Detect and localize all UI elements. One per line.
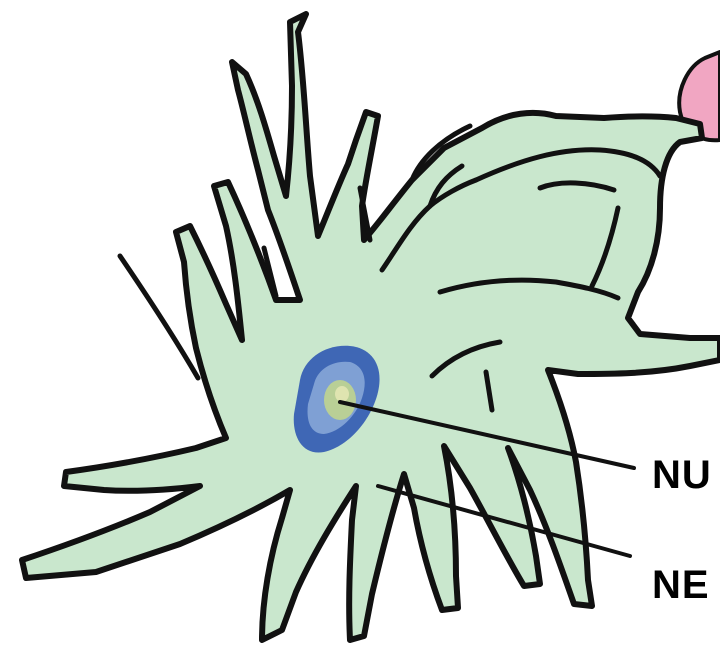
nucleolus [335,386,349,402]
neuron-cell [22,14,720,640]
neuron-label: NE [652,563,710,607]
nucleus-label: NU [652,453,712,497]
neuron-cell-body [22,14,720,640]
